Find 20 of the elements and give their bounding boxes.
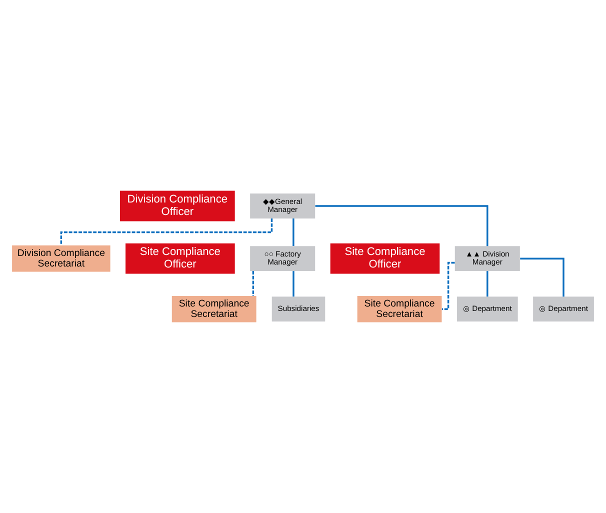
node-box: ◆◆General Manager	[250, 194, 316, 218]
node-box: ◎ Department	[533, 296, 594, 322]
node-box: Site Compliance Officer	[126, 243, 235, 274]
connector	[292, 271, 294, 297]
connector	[315, 205, 488, 246]
node-box: ○○ Factory Manager	[250, 246, 316, 272]
node-box: ▲▲ Division Manager	[454, 246, 520, 272]
node-box: Subsidiaries	[272, 296, 326, 322]
node-box: ◎ Department	[456, 296, 518, 322]
connector	[520, 258, 564, 297]
node-box: Site Compliance Secretariat	[172, 296, 256, 322]
connector	[486, 271, 488, 297]
connector	[442, 262, 455, 310]
node-box: Site Compliance Officer	[330, 243, 440, 274]
connector	[292, 218, 294, 246]
connector	[252, 271, 254, 296]
connector	[60, 218, 273, 246]
node-box: Site Compliance Secretariat	[357, 296, 442, 322]
node-box: Division Compliance Officer	[120, 190, 235, 222]
node-box: Division Compliance Secretariat	[12, 245, 110, 272]
